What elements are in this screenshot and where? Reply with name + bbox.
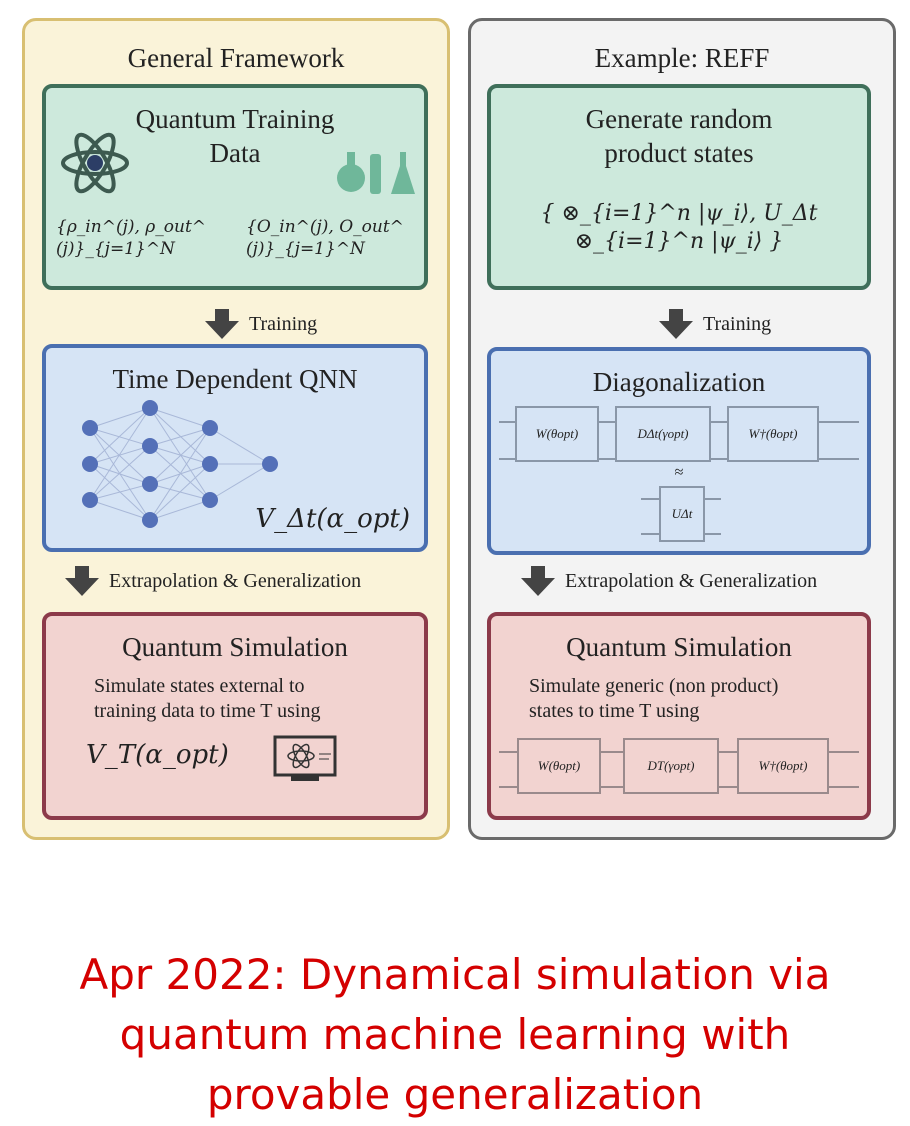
box-title-line2: Data [209,138,261,168]
reff-example-panel: Example: REFF Generate random product st… [468,18,896,840]
neural-network-icon [82,400,278,528]
neuron-connection [89,445,151,501]
caption-line3: provable generalization [206,1070,704,1119]
neuron-connection [149,427,211,485]
description-line1: Simulate generic (non product) [529,675,779,697]
neuron-connection [149,427,211,447]
neuron-connection [89,407,151,429]
general-framework-panel: General Framework Quantum Training Data … [22,18,450,840]
neuron-connection [149,407,211,429]
observable-dataset-formula: {O_in^(j), O_out^(j)}_{j=1}^N [246,217,404,259]
generate-product-states-box: Generate random product states { ⊗_{i=1}… [487,84,871,290]
neuron-node [142,476,158,492]
neuron-node [202,456,218,472]
neuron-node [142,400,158,416]
lab-flasks-icon [337,152,415,194]
arrow-label: Extrapolation & Generalization [565,569,818,592]
panel-title: Example: REFF [594,43,770,73]
w-gate: W(θopt) [517,738,601,794]
extrapolation-arrow: Extrapolation & Generalization [65,566,361,596]
caption-line2: quantum machine learning with [119,1010,791,1059]
neuron-connection [149,407,211,465]
slide-caption: Apr 2022: Dynamical simulation via quant… [0,945,910,1125]
neuron-node [262,456,278,472]
neuron-node [82,456,98,472]
diagonalization-box: Diagonalization W(θopt) DΔt(γopt) W†(θop… [487,347,871,555]
neuron-node [202,492,218,508]
description-line2: states to time T using [529,700,700,722]
neuron-connection [149,427,211,521]
down-arrow-icon [65,566,99,596]
neuron-connection [149,445,211,501]
quantum-computer-icon [273,735,337,781]
quantum-simulation-box: Quantum Simulation Simulate states exter… [42,612,428,820]
qnn-unitary-formula: V_Δt(α_opt) [255,504,410,534]
box-title: Quantum Simulation [122,632,348,662]
neuron-connection [149,445,211,465]
down-arrow-icon [205,309,239,339]
arrow-label: Extrapolation & Generalization [109,569,362,592]
time-dependent-qnn-box: Time Dependent QNN V_Δt(α_opt) [42,344,428,552]
neuron-connection [89,463,151,485]
neuron-node [142,438,158,454]
description-line2: training data to time T using [94,700,321,722]
neuron-connection [209,463,271,501]
box-title: Generate random [585,104,773,134]
box-title: Diagonalization [592,367,766,397]
box-title-line2: product states [604,138,754,168]
neuron-connection [149,407,211,501]
box-title: Quantum Training [135,104,335,134]
description-line1: Simulate states external to [94,675,305,697]
diagonal-gate: DT(γopt) [623,738,719,794]
box-title: Time Dependent QNN [112,364,358,394]
training-arrow: Training [659,309,771,339]
neuron-connection [89,407,151,501]
diagonal-gate: DΔt(γopt) [615,406,711,462]
neuron-node [142,512,158,528]
neuron-connection [209,427,271,465]
quantum-training-data-box: Quantum Training Data {ρ_in^(j), ρ_out^(… [42,84,428,290]
training-arrow: Training [205,309,317,339]
product-states-formula: { ⊗_{i=1}^n |ψ_i⟩, U_Δt ⊗_{i=1}^n |ψ_i⟩ … [540,201,818,254]
neuron-connection [89,407,151,465]
arrow-label: Training [703,312,772,335]
box-title: Quantum Simulation [566,632,792,662]
quantum-simulation-box: Quantum Simulation Simulate generic (non… [487,612,871,820]
extrapolation-arrow: Extrapolation & Generalization [521,566,817,596]
atom-icon [61,132,129,194]
density-matrix-dataset-formula: {ρ_in^(j), ρ_out^(j)}_{j=1}^N [56,217,207,259]
neuron-node [82,492,98,508]
w-dagger-gate: W†(θopt) [737,738,829,794]
neuron-connection [89,427,151,447]
neuron-connection [89,499,151,521]
arrow-label: Training [249,312,318,335]
neuron-connection [89,445,151,465]
w-dagger-gate: W†(θopt) [727,406,819,462]
target-unitary-gate: UΔt [659,486,705,542]
caption-line1: Apr 2022: Dynamical simulation via [79,950,831,999]
neuron-connection [149,499,211,521]
neuron-node [82,420,98,436]
panel-title: General Framework [127,43,345,73]
approx-symbol: ≈ [674,464,684,481]
down-arrow-icon [659,309,693,339]
neuron-node [202,420,218,436]
w-gate: W(θopt) [515,406,599,462]
neuron-connection [149,463,211,521]
neuron-connection [89,483,151,501]
neuron-connection [89,427,151,485]
down-arrow-icon [521,566,555,596]
simulation-unitary-formula: V_T(α_opt) [86,740,229,770]
